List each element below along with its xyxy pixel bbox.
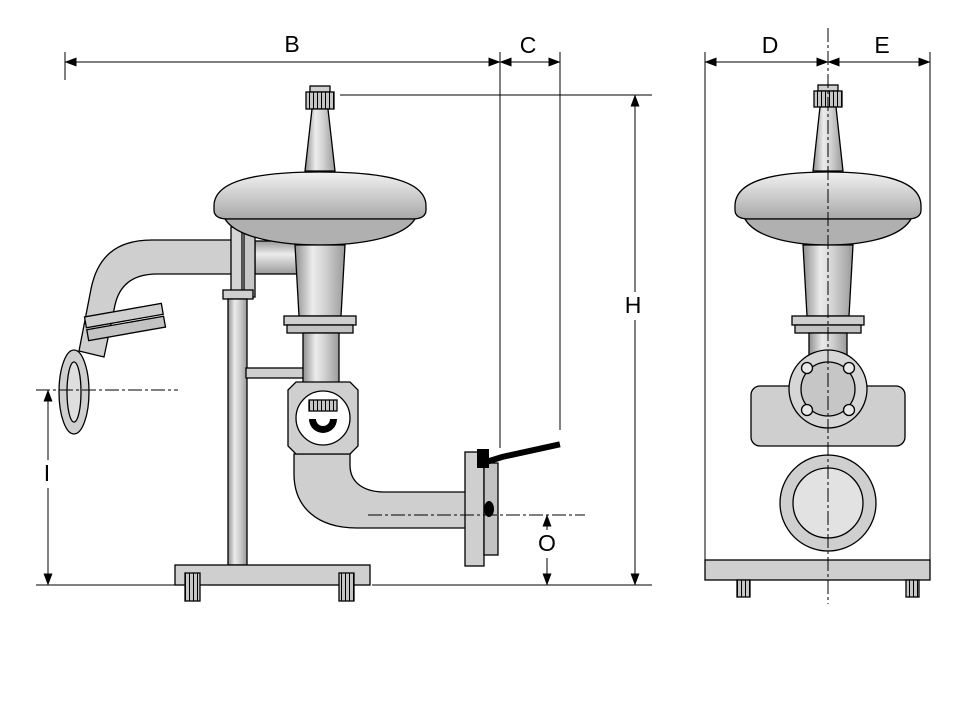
indicator-pointer xyxy=(309,419,337,433)
support-stand xyxy=(174,289,371,602)
stand-bracket xyxy=(245,367,305,379)
adjuster-top xyxy=(309,85,331,93)
bolt-hole xyxy=(484,501,494,517)
base-plate xyxy=(704,559,931,581)
dim-label-e: E xyxy=(874,32,889,58)
anchor-bolt xyxy=(184,572,201,602)
sight-glass xyxy=(295,390,351,446)
valve-bonnet xyxy=(283,244,357,385)
elbow-pipe xyxy=(293,453,468,529)
spring-housing-neck xyxy=(304,108,336,172)
stand-column xyxy=(227,298,248,566)
label-gap xyxy=(620,292,646,320)
label-gap xyxy=(38,460,58,488)
dim-label-b: B xyxy=(284,31,299,57)
pipe-flange-joint xyxy=(83,302,167,342)
bonnet-cylinder xyxy=(294,244,346,317)
label-gap xyxy=(533,530,561,558)
stem-tube xyxy=(302,332,340,385)
anchor-bolt xyxy=(905,579,920,598)
bolt-hole xyxy=(800,403,814,417)
bonnet-flange xyxy=(283,315,357,326)
stand-top-plate xyxy=(222,289,254,300)
indicator-scale xyxy=(308,399,338,412)
dim-label-o: O xyxy=(538,530,556,556)
front-view xyxy=(36,85,585,602)
anchor-bolt xyxy=(338,572,355,602)
dim-label-i: I xyxy=(44,460,50,486)
dim-label-h: H xyxy=(625,292,642,318)
dimensions: B C H I O D E xyxy=(36,31,931,586)
outlet-flange-plate xyxy=(464,451,485,567)
elbow-pipe xyxy=(78,239,233,358)
adjuster-cap xyxy=(305,91,335,110)
bolt-hole xyxy=(800,361,814,375)
bonnet-flange-lower xyxy=(286,324,354,334)
inlet-flange-face xyxy=(66,361,82,423)
dim-label-c: C xyxy=(520,32,537,58)
base-plate xyxy=(174,564,371,586)
outlet-flange-valve xyxy=(464,441,561,567)
flange-plate xyxy=(86,315,167,342)
vertical-flange-plate xyxy=(243,226,256,298)
anchor-bolt xyxy=(736,579,751,598)
flange-plate xyxy=(83,302,164,329)
diaphragm-actuator xyxy=(213,85,427,246)
vertical-flange-plate xyxy=(230,226,243,298)
end-view xyxy=(704,28,931,604)
support-stand-end xyxy=(704,559,931,598)
diaphragm-dome xyxy=(213,171,427,220)
valve-body xyxy=(287,381,359,455)
bolt-hole xyxy=(842,403,856,417)
bolt-hole xyxy=(842,361,856,375)
inlet-stub-pipe xyxy=(254,240,300,275)
outlet-elbow-pipe xyxy=(293,453,468,529)
pipe-end-ring xyxy=(779,454,877,552)
dim-label-d: D xyxy=(762,32,779,58)
inlet-elbow-pipe xyxy=(58,239,233,435)
ball-valve-handle xyxy=(479,441,561,467)
